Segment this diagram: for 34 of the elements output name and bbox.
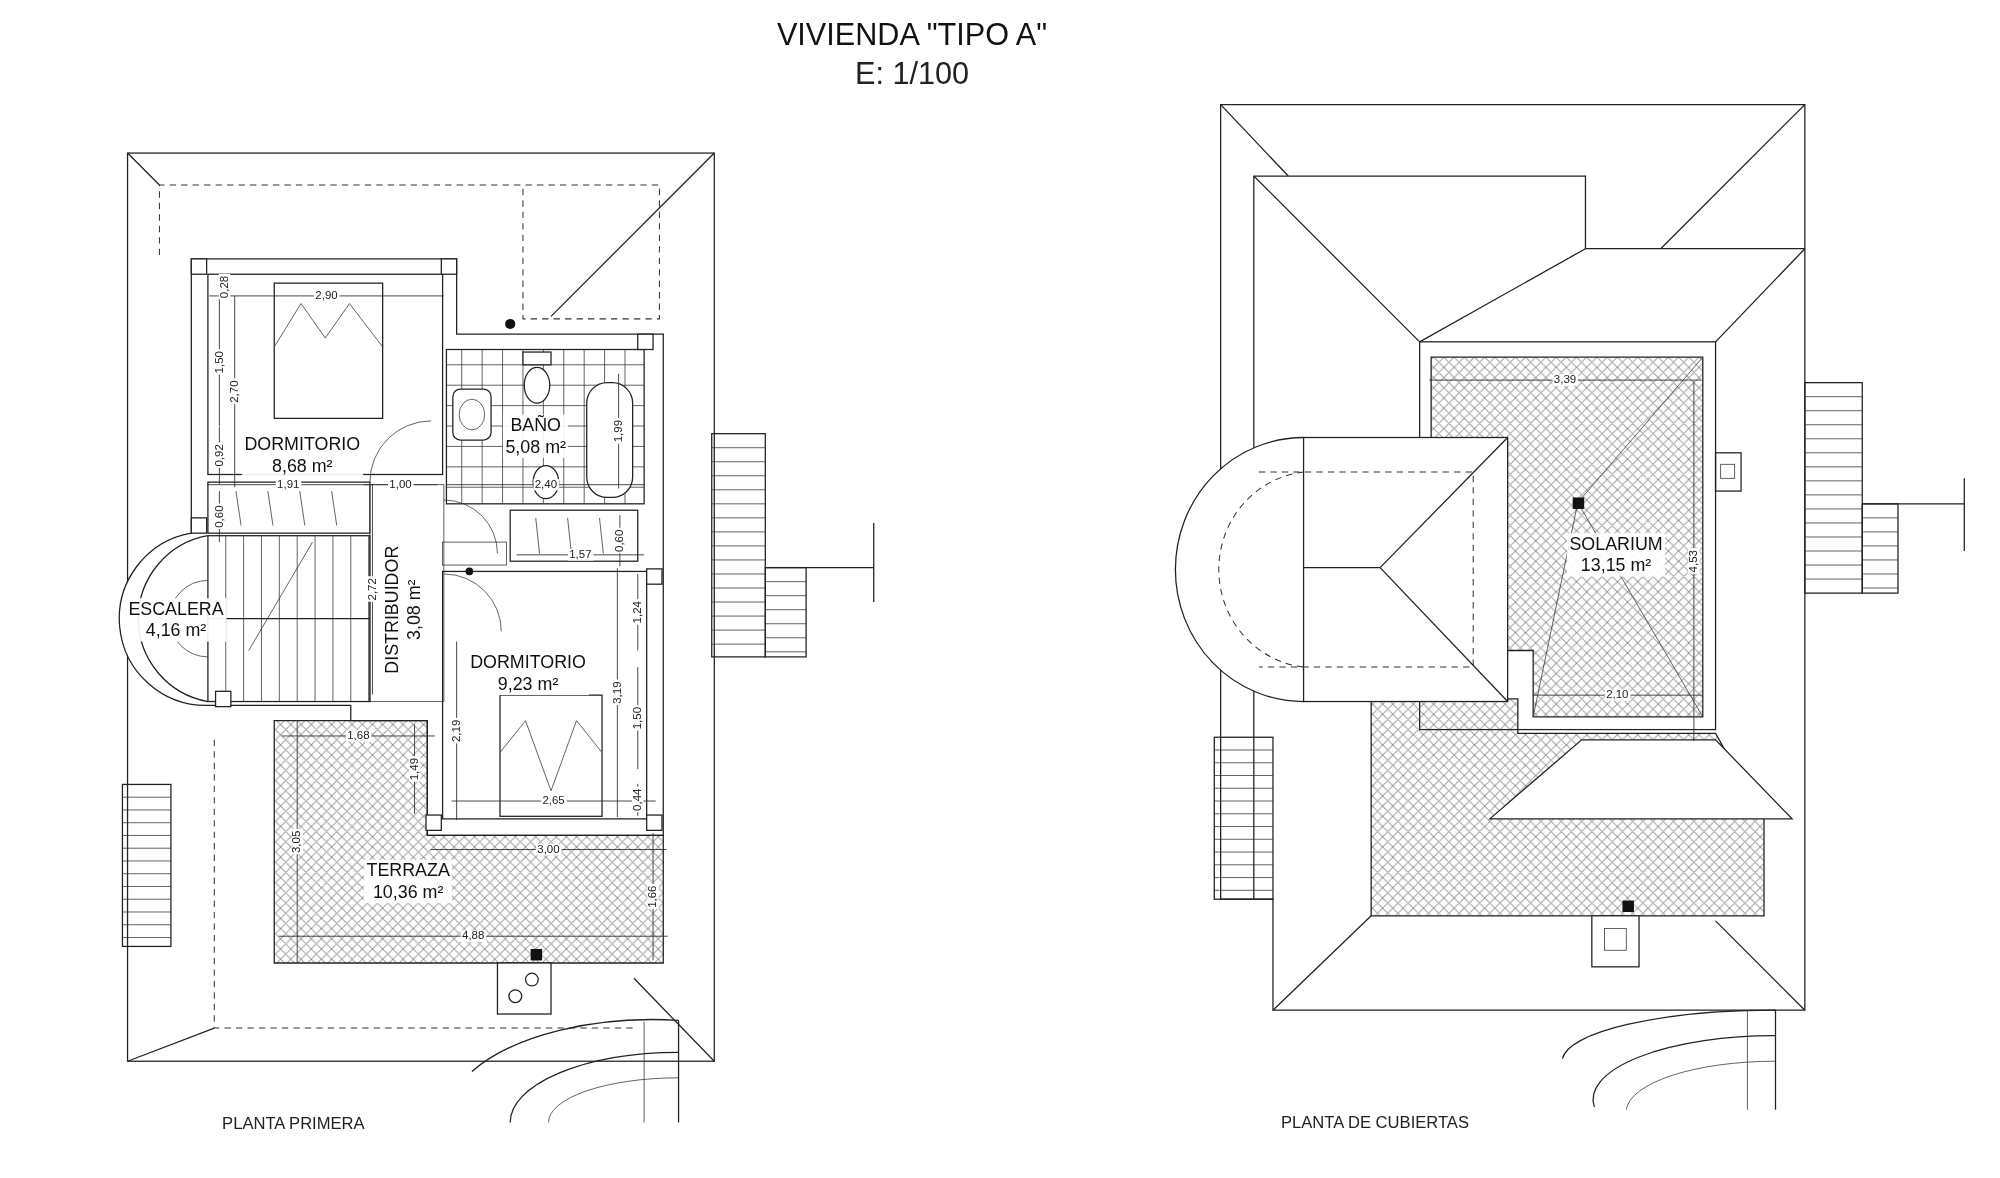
dimension-label: 3,39 xyxy=(1552,374,1578,386)
dimension-label: 2,70 xyxy=(228,379,241,405)
dimension-label: 1,57 xyxy=(567,549,593,561)
dimension-label: 0,60 xyxy=(614,528,626,554)
dimension-label: 3,00 xyxy=(536,843,561,856)
dimension-label: 2,19 xyxy=(450,718,463,744)
dimension-label: 1,50 xyxy=(632,705,644,731)
room-label: TERRAZA 10,36 m² xyxy=(363,859,453,904)
dimension-label: 2,65 xyxy=(541,795,567,807)
dimension-label: 4,88 xyxy=(460,930,486,942)
dimension-label: 1,24 xyxy=(632,599,644,625)
dimension-label: 2,90 xyxy=(314,290,339,302)
dimension-label: 1,68 xyxy=(345,730,371,742)
diagram-title: VIVIENDA "TIPO A" xyxy=(776,16,1048,53)
dimension-label: 1,50 xyxy=(213,349,226,375)
scale-label: E: 1/100 xyxy=(854,58,969,90)
dimension-label: 2,40 xyxy=(533,478,559,491)
room-label: BAÑO 5,08 m² xyxy=(502,414,569,458)
dimension-label: 1,91 xyxy=(275,478,301,491)
dimension-label: 1,00 xyxy=(388,478,413,491)
plan-caption: PLANTA PRIMERA xyxy=(222,1115,365,1132)
dimension-label: 3,05 xyxy=(291,829,303,855)
dimension-label: 2,10 xyxy=(1604,689,1630,701)
dimension-label: 1,99 xyxy=(612,418,625,444)
plan-caption: PLANTA DE CUBIERTAS xyxy=(1281,1114,1469,1131)
dimension-label: 1,49 xyxy=(408,756,421,782)
dimension-label: 0,28 xyxy=(218,274,231,300)
dimension-label: 3,19 xyxy=(611,680,624,706)
dimension-label: 0,60 xyxy=(213,504,226,530)
dimension-label: 4,53 xyxy=(1688,548,1700,574)
room-label: SOLARIUM 13,15 m² xyxy=(1566,533,1666,577)
dimension-label: 0,92 xyxy=(213,442,226,468)
dimension-label: 0,44 xyxy=(632,787,644,813)
dimension-label: 1,66 xyxy=(647,884,659,910)
